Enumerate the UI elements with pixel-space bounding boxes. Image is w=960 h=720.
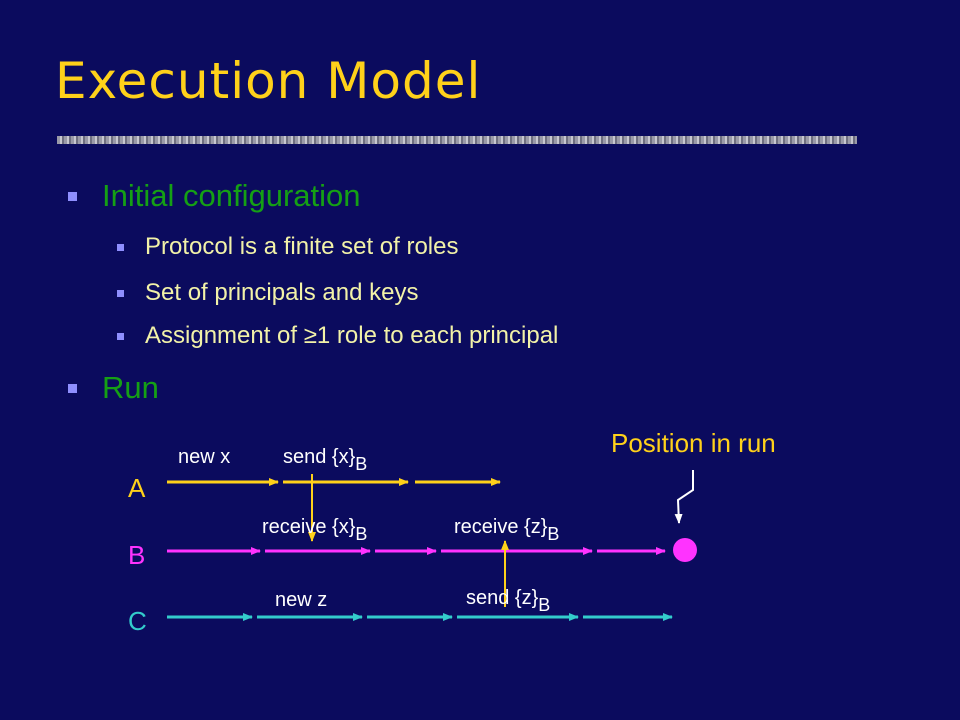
title-divider [57, 136, 857, 144]
bullet-square-icon [117, 244, 124, 251]
bullet-square-icon [68, 192, 77, 201]
role-label-b: B [128, 540, 145, 570]
sub-bullet-text: Protocol is a finite set of roles [145, 233, 459, 260]
run-position-dot [673, 538, 697, 562]
label-receive-z: receive {z}B [454, 516, 559, 544]
sub-bullet-principals: Set of principals and keys [117, 279, 419, 307]
role-label-c: C [128, 606, 147, 636]
bullet-initial-configuration: Initial configuration [68, 178, 361, 214]
label-position-in-run: Position in run [611, 428, 776, 458]
label-send-x: send {x}B [283, 446, 367, 474]
bullet-square-icon [117, 333, 124, 340]
label-new-x: new x [178, 446, 230, 468]
bullet-square-icon [117, 290, 124, 297]
label-new-z: new z [275, 589, 327, 611]
label-send-z: send {z}B [466, 587, 550, 615]
sub-bullet-text: Set of principals and keys [145, 279, 419, 306]
sub-bullet-assignment: Assignment of ≥1 role to each principal [117, 322, 559, 350]
label-receive-x: receive {x}B [262, 516, 367, 544]
position-pointer-arrow [674, 470, 694, 524]
bullet-text: Run [102, 370, 159, 405]
slide-title: Execution Model [55, 52, 482, 110]
role-label-a: A [128, 473, 146, 503]
sub-bullet-protocol: Protocol is a finite set of roles [117, 233, 459, 261]
bullet-run: Run [68, 370, 159, 406]
bullet-square-icon [68, 384, 77, 393]
sub-bullet-text: Assignment of ≥1 role to each principal [145, 322, 559, 349]
bullet-text: Initial configuration [102, 178, 361, 213]
